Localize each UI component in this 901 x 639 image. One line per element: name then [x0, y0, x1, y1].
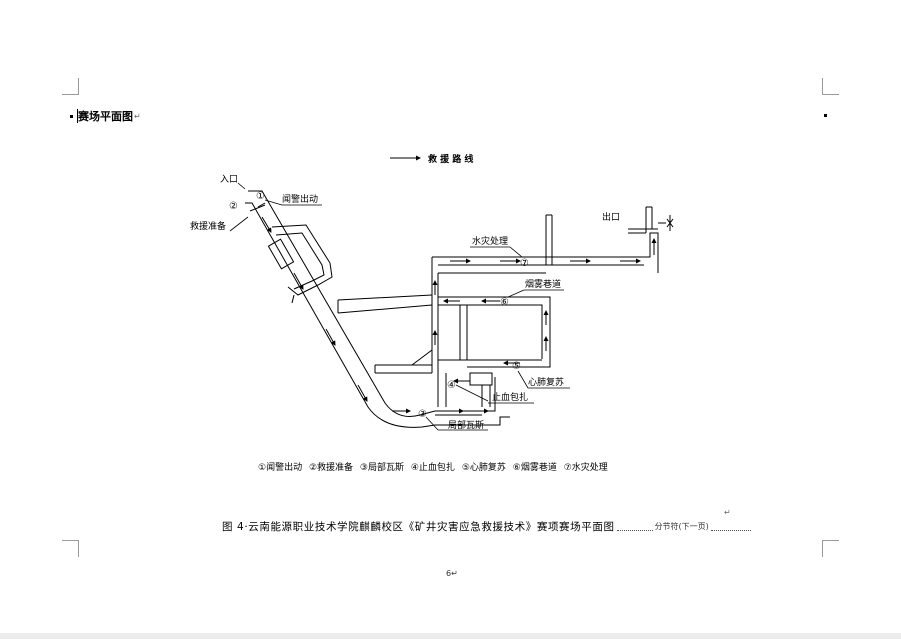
right-margin-mark: [824, 114, 827, 117]
station-1-number: ①: [256, 191, 265, 202]
legend-item: ③局部瓦斯: [359, 463, 404, 473]
station-2-name: 救援准备: [190, 220, 226, 232]
station-4-name: 止血包扎: [492, 391, 528, 403]
crop-mark-top-right: [822, 78, 839, 95]
station-6-number: ⑥: [500, 297, 509, 308]
station-4-leader: [455, 384, 489, 402]
station-5-number: ⑤: [512, 361, 521, 372]
legend-item: ⑤心肺复苏: [461, 463, 506, 473]
preparation-loop: [267, 224, 333, 304]
station-4-number: ④: [447, 380, 456, 391]
central-roadways: [337, 214, 659, 407]
exit-structure: [628, 206, 674, 234]
station-7-leader-2: [509, 246, 523, 258]
station-5-name: 心肺复苏: [528, 376, 564, 388]
legend-item: ⑦水灾处理: [563, 463, 608, 473]
crop-mark-bottom-left: [62, 540, 79, 557]
section-heading[interactable]: 赛场平面图: [78, 110, 133, 123]
legend-item: ④止血包扎: [410, 463, 455, 473]
entrance-pointer: [237, 182, 246, 190]
station-6-name: 烟雾巷道: [525, 278, 561, 290]
station-2-leader: [229, 216, 249, 232]
station-7-number: ⑦: [520, 258, 529, 269]
station-3-name: 局部瓦斯: [448, 419, 484, 431]
paragraph-mark: ↵: [134, 111, 141, 121]
page-number: 6↵: [446, 569, 458, 578]
station-7-name: 水灾处理: [472, 235, 508, 247]
paragraph-mark-2: ↵: [724, 508, 731, 517]
entrance-label: 入口: [220, 174, 238, 185]
station-2-number: ②: [229, 201, 238, 212]
station-5-leader: [517, 370, 529, 389]
shaft-route-arrows: [261, 216, 368, 402]
section-break-label: 分节符(下一页): [654, 521, 709, 531]
caption-row[interactable]: 图 4·云南能源职业技术学院麒麟校区《矿井灾害应急救援技术》赛项赛场平面图 分节…: [222, 518, 751, 534]
section-break-dots-left: [616, 521, 653, 531]
station-3-number: ③: [418, 409, 427, 420]
route-legend-label: 救 援 路 线: [428, 153, 473, 165]
roadway-route-arrows: [432, 238, 657, 384]
inclined-shaft: [245, 190, 436, 428]
station-legend: ①闻警出动 ②救援准备 ③局部瓦斯 ④止血包扎 ⑤心肺复苏 ⑥烟雾巷道 ⑦水灾处…: [258, 460, 612, 473]
legend-item: ①闻警出动: [258, 463, 303, 473]
crop-mark-bottom-right: [822, 540, 839, 557]
station-6-leader-2: [507, 289, 525, 298]
station-1-name: 闻警出动: [282, 193, 318, 205]
figure-caption[interactable]: 图 4·云南能源职业技术学院麒麟校区《矿井灾害应急救援技术》赛项赛场平面图: [222, 520, 615, 533]
heading-line[interactable]: 赛场平面图 ↵: [70, 106, 141, 126]
section-break-dots-right: [710, 521, 751, 531]
legend-item: ②救援准备: [308, 463, 354, 473]
crop-mark-top-left: [62, 78, 79, 95]
venue-floor-plan: 救 援 路 线 入口 ① 闻警出动 ② 救援准备: [190, 153, 674, 431]
exit-label: 出口: [602, 211, 620, 223]
list-bullet-mark: [70, 114, 73, 118]
station-3-leader: [425, 416, 439, 431]
text-cursor: [77, 109, 78, 123]
legend-item: ⑥烟雾巷道: [512, 463, 557, 473]
